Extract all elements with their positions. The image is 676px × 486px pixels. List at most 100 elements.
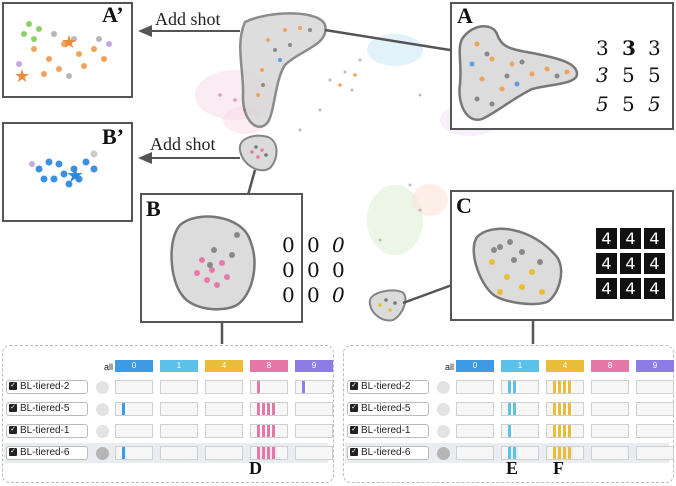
right-cell [636, 402, 674, 416]
checkbox-icon[interactable]: ✓ [350, 426, 358, 435]
right-row-circle-icon [437, 403, 450, 416]
label-f: F [553, 458, 564, 478]
checkbox-icon[interactable]: ✓ [350, 382, 358, 391]
digit-tile-c-4: 4 [596, 253, 617, 274]
right-col-header-9[interactable]: 9 [636, 360, 674, 372]
left-cell [205, 424, 243, 438]
b-prime-scatter: ★ [29, 150, 98, 188]
left-cell [250, 402, 288, 416]
digit-b-7: 0 [282, 283, 295, 307]
digit-a-6: 5 [648, 63, 661, 87]
digit-a-4: 3 [596, 63, 609, 87]
right-cell [546, 402, 584, 416]
right-cell [501, 380, 539, 394]
left-cell [250, 424, 288, 438]
left-row-name: BL-tiered-6 [20, 447, 70, 458]
right-cell [501, 446, 539, 460]
right-row-circle-icon [437, 381, 450, 394]
left-cell [160, 424, 198, 438]
label-d: D [249, 458, 262, 478]
digit-tile-c-5: 4 [620, 253, 641, 274]
right-row-name: BL-tiered-6 [361, 447, 411, 458]
right-cell [456, 402, 494, 416]
left-cell [160, 446, 198, 460]
digit-b-8: 0 [307, 283, 320, 307]
digit-b-4: 0 [282, 258, 295, 282]
right-row-label[interactable]: ✓BL-tiered-1 [347, 424, 429, 438]
right-col-header-1[interactable]: 1 [501, 360, 539, 372]
digit-tile-c-6: 4 [644, 253, 665, 274]
right-cell [546, 424, 584, 438]
right-cell [636, 446, 674, 460]
left-row-circle-icon [96, 381, 109, 394]
a-lasso-scatter [458, 25, 579, 121]
panel-b-label: B [146, 196, 161, 221]
table-left [2, 345, 334, 483]
left-cell [115, 402, 153, 416]
left-cell [295, 424, 333, 438]
checkbox-icon[interactable]: ✓ [350, 404, 358, 413]
right-row-label[interactable]: ✓BL-tiered-6 [347, 446, 429, 460]
right-cell [546, 446, 584, 460]
digit-b-2: 0 [307, 233, 320, 257]
right-row-circle-icon [437, 447, 450, 460]
left-col-header-9[interactable]: 9 [295, 360, 333, 372]
left-row-label[interactable]: ✓BL-tiered-2 [6, 380, 88, 394]
digit-a-5: 5 [622, 63, 635, 87]
right-cell [546, 380, 584, 394]
left-cell [160, 380, 198, 394]
add-shot-label-mid: Add shot [150, 134, 216, 154]
right-cell [591, 402, 629, 416]
left-row-name: BL-tiered-1 [20, 425, 70, 436]
checkbox-icon[interactable]: ✓ [9, 448, 17, 457]
digit-a-1: 3 [596, 36, 609, 60]
right-row-label[interactable]: ✓BL-tiered-2 [347, 380, 429, 394]
checkbox-icon[interactable]: ✓ [350, 448, 358, 457]
left-row-label[interactable]: ✓BL-tiered-1 [6, 424, 88, 438]
svg-text:★: ★ [14, 66, 30, 86]
panel-b [140, 193, 303, 323]
panel-a-label: A [457, 3, 473, 28]
left-cell [160, 402, 198, 416]
digit-tile-c-2: 4 [620, 228, 641, 249]
svg-text:★: ★ [66, 165, 84, 187]
checkbox-icon[interactable]: ✓ [9, 404, 17, 413]
left-cell [115, 380, 153, 394]
digit-a-8: 5 [622, 92, 635, 116]
right-cell [456, 446, 494, 460]
right-row-label[interactable]: ✓BL-tiered-5 [347, 402, 429, 416]
right-col-header-4[interactable]: 4 [546, 360, 584, 372]
right-cell [501, 424, 539, 438]
digit-a-7: 5 [596, 92, 609, 116]
digit-tile-c-8: 4 [620, 278, 641, 299]
left-row-circle-icon [96, 403, 109, 416]
checkbox-icon[interactable]: ✓ [9, 426, 17, 435]
left-col-header-0[interactable]: 0 [115, 360, 153, 372]
left-row-name: BL-tiered-2 [20, 381, 70, 392]
panel-a-prime: ★ ★ [2, 2, 133, 98]
panel-a [450, 2, 674, 130]
left-col-header-1[interactable]: 1 [160, 360, 198, 372]
left-row-label[interactable]: ✓BL-tiered-5 [6, 402, 88, 416]
left-cell [115, 446, 153, 460]
right-col-header-8[interactable]: 8 [591, 360, 629, 372]
left-cell [295, 446, 333, 460]
label-e: E [506, 458, 519, 478]
left-row-label[interactable]: ✓BL-tiered-6 [6, 446, 88, 460]
left-row-circle-icon [96, 447, 109, 460]
checkbox-icon[interactable]: ✓ [9, 382, 17, 391]
svg-text:★: ★ [61, 32, 77, 52]
a-prime-scatter: ★ ★ [14, 21, 112, 86]
b-lasso-scatter [170, 215, 256, 311]
right-col-header-0[interactable]: 0 [456, 360, 494, 372]
digit-tile-c-9: 4 [644, 278, 665, 299]
right-cell [591, 446, 629, 460]
panel-b-prime: ★ [2, 122, 133, 222]
digit-b-1: 0 [282, 233, 295, 257]
digit-b-5: 0 [307, 258, 320, 282]
left-col-header-4[interactable]: 4 [205, 360, 243, 372]
all-label-right: all [445, 362, 455, 372]
left-col-header-8[interactable]: 8 [250, 360, 288, 372]
left-cell [205, 402, 243, 416]
left-cell [295, 402, 333, 416]
